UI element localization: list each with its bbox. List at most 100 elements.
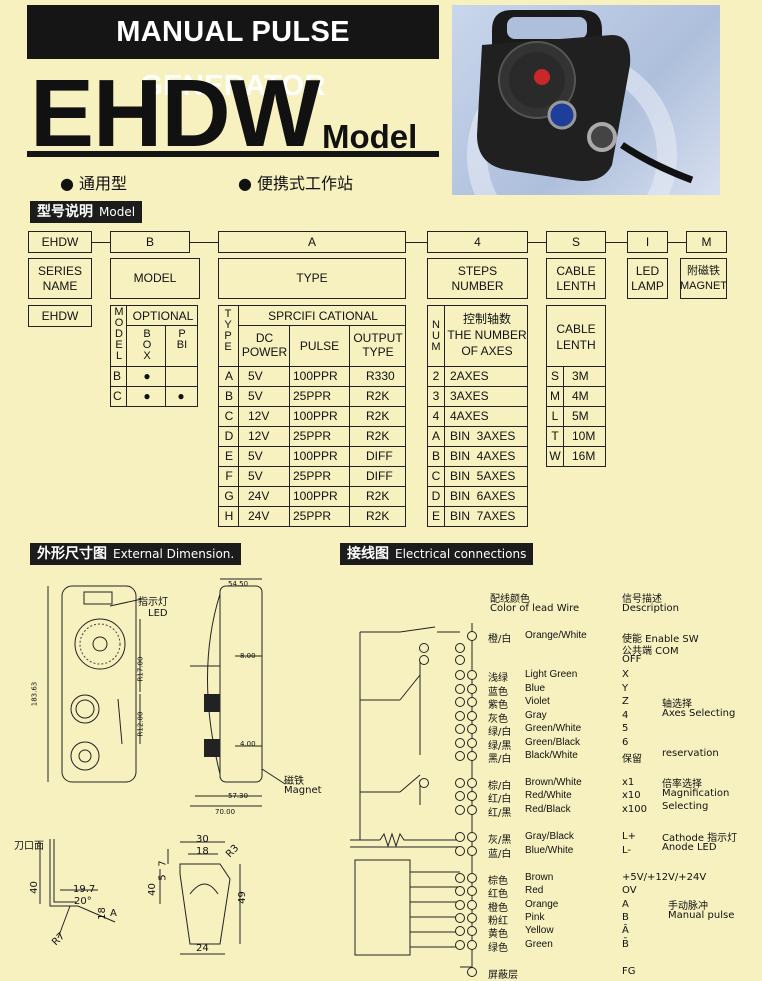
cable-row-divider xyxy=(546,446,606,447)
wire-signal: 4 xyxy=(622,710,629,721)
terminal-icon xyxy=(455,724,465,734)
terminal-icon xyxy=(419,778,429,788)
terminal-icon xyxy=(455,900,465,910)
bullet-portable: ● 便携式工作站 xyxy=(238,174,354,193)
type-row-divider xyxy=(218,426,406,427)
wire-signal: 6 xyxy=(622,737,629,748)
terminal-icon xyxy=(467,900,477,910)
axes-row-divider xyxy=(427,466,528,467)
note-anode: Anode LED xyxy=(662,842,717,853)
cable-row-code: S xyxy=(550,369,559,383)
terminal-icon xyxy=(467,791,477,801)
type-row-code: B xyxy=(224,389,233,403)
type-row-voltage: 5V xyxy=(248,389,263,403)
dim-blade: 刀口面 xyxy=(14,841,44,852)
terminal-icon xyxy=(455,711,465,721)
dim-sa: A xyxy=(110,908,117,919)
model-row-b-box: ● xyxy=(143,369,151,383)
terminal-icon xyxy=(419,655,429,665)
wiring-schematic xyxy=(350,623,473,970)
dim-b49: 49 xyxy=(236,891,248,904)
axes-row-code: 4 xyxy=(432,409,440,423)
axes-side-label: NUM xyxy=(431,319,441,353)
type-row-pulse: 25PPR xyxy=(293,389,332,403)
wire-color-cn: 蓝/白 xyxy=(488,849,512,860)
axes-row-value: 3AXES xyxy=(450,389,489,403)
wire-color-en: Yellow xyxy=(525,925,554,936)
model-row-b: B xyxy=(113,369,122,383)
type-row-output: R2K xyxy=(366,509,390,523)
dim-magnet: Magnet xyxy=(284,785,322,796)
axes-row-code: A xyxy=(431,429,440,443)
axes-row-divider xyxy=(427,486,528,487)
axes-row-divider xyxy=(427,406,528,407)
cable-row-value: 3M xyxy=(572,369,589,383)
sig-head-cn: 信号描述 xyxy=(622,594,662,605)
axes-row-code: C xyxy=(431,469,441,483)
terminal-icon xyxy=(467,724,477,734)
type-pulse-header: PULSE xyxy=(299,339,340,353)
wire-signal: 使能 Enable SW xyxy=(622,634,699,645)
wire-signal: 保留 xyxy=(622,754,642,765)
cable-row-value: 4M xyxy=(572,389,589,403)
terminal-icon xyxy=(455,913,465,923)
type-row-divider xyxy=(218,506,406,507)
type-row-code: E xyxy=(224,449,233,463)
wire-signal: x1 xyxy=(622,777,635,788)
note-pulse-cn: 手动脉冲 xyxy=(668,901,708,912)
terminal-icon xyxy=(455,846,465,856)
note-mag-en2: Selecting xyxy=(662,801,709,812)
wire-color-cn: 绿/黑 xyxy=(488,741,512,752)
wire-signal: Z xyxy=(622,696,629,707)
terminal-icon xyxy=(467,926,477,936)
terminal-icon xyxy=(467,631,477,641)
wire-color-cn: 紫色 xyxy=(488,700,508,711)
terminal-icon xyxy=(455,670,465,680)
dim-led-cn: 指示灯 xyxy=(138,597,168,608)
header-rule xyxy=(27,151,439,157)
type-row-code: C xyxy=(224,409,234,423)
wire-head-en: Color of lead Wire xyxy=(490,603,580,614)
type-row-pulse: 100PPR xyxy=(293,369,338,383)
label-model: MODEL xyxy=(110,258,200,299)
terminal-icon xyxy=(455,778,465,788)
terminal-icon xyxy=(467,684,477,694)
terminal-icon xyxy=(455,655,465,665)
wire-color-cn: 棕/白 xyxy=(488,781,512,792)
wire-signal: x100 xyxy=(622,804,648,815)
type-row-code: G xyxy=(224,489,234,503)
type-row-voltage: 5V xyxy=(248,369,263,383)
type-row-pulse: 100PPR xyxy=(293,409,338,423)
cable-row-code: T xyxy=(551,429,559,443)
wire-signal: OV xyxy=(622,885,637,896)
axes-row-value: BIN 4AXES xyxy=(450,449,516,463)
model-side-label: MODEL xyxy=(114,306,124,362)
wire-color-cn: 红色 xyxy=(488,889,508,900)
terminal-icon xyxy=(467,873,477,883)
wire-color-en: Black/White xyxy=(525,750,578,761)
cable-row-code: L xyxy=(551,409,559,423)
terminal-icon xyxy=(455,791,465,801)
wire-color-cn: 黑/白 xyxy=(488,754,512,765)
dim-54: 54.50 xyxy=(228,580,249,588)
axes-row-value: BIN 5AXES xyxy=(450,469,516,483)
wire-color-cn: 橙/白 xyxy=(488,634,512,645)
type-table xyxy=(218,305,406,527)
label-type: TYPE xyxy=(218,258,406,299)
axes-row-value: BIN 3AXES xyxy=(450,429,516,443)
cable-row-code: W xyxy=(549,449,561,463)
terminal-icon xyxy=(455,684,465,694)
dim-s197: 19.7 xyxy=(73,884,96,895)
type-row-output: R330 xyxy=(366,369,395,383)
wire-signal: L- xyxy=(622,845,632,856)
axes-row-code: 3 xyxy=(432,389,440,403)
wire-signal: FG xyxy=(622,966,636,977)
wire-color-cn: 棕色 xyxy=(488,876,508,887)
dim-s18: 18 xyxy=(96,907,108,920)
model-row-c-pbi: ● xyxy=(177,389,185,403)
axes-row-divider xyxy=(427,426,528,427)
model-table xyxy=(110,305,198,407)
